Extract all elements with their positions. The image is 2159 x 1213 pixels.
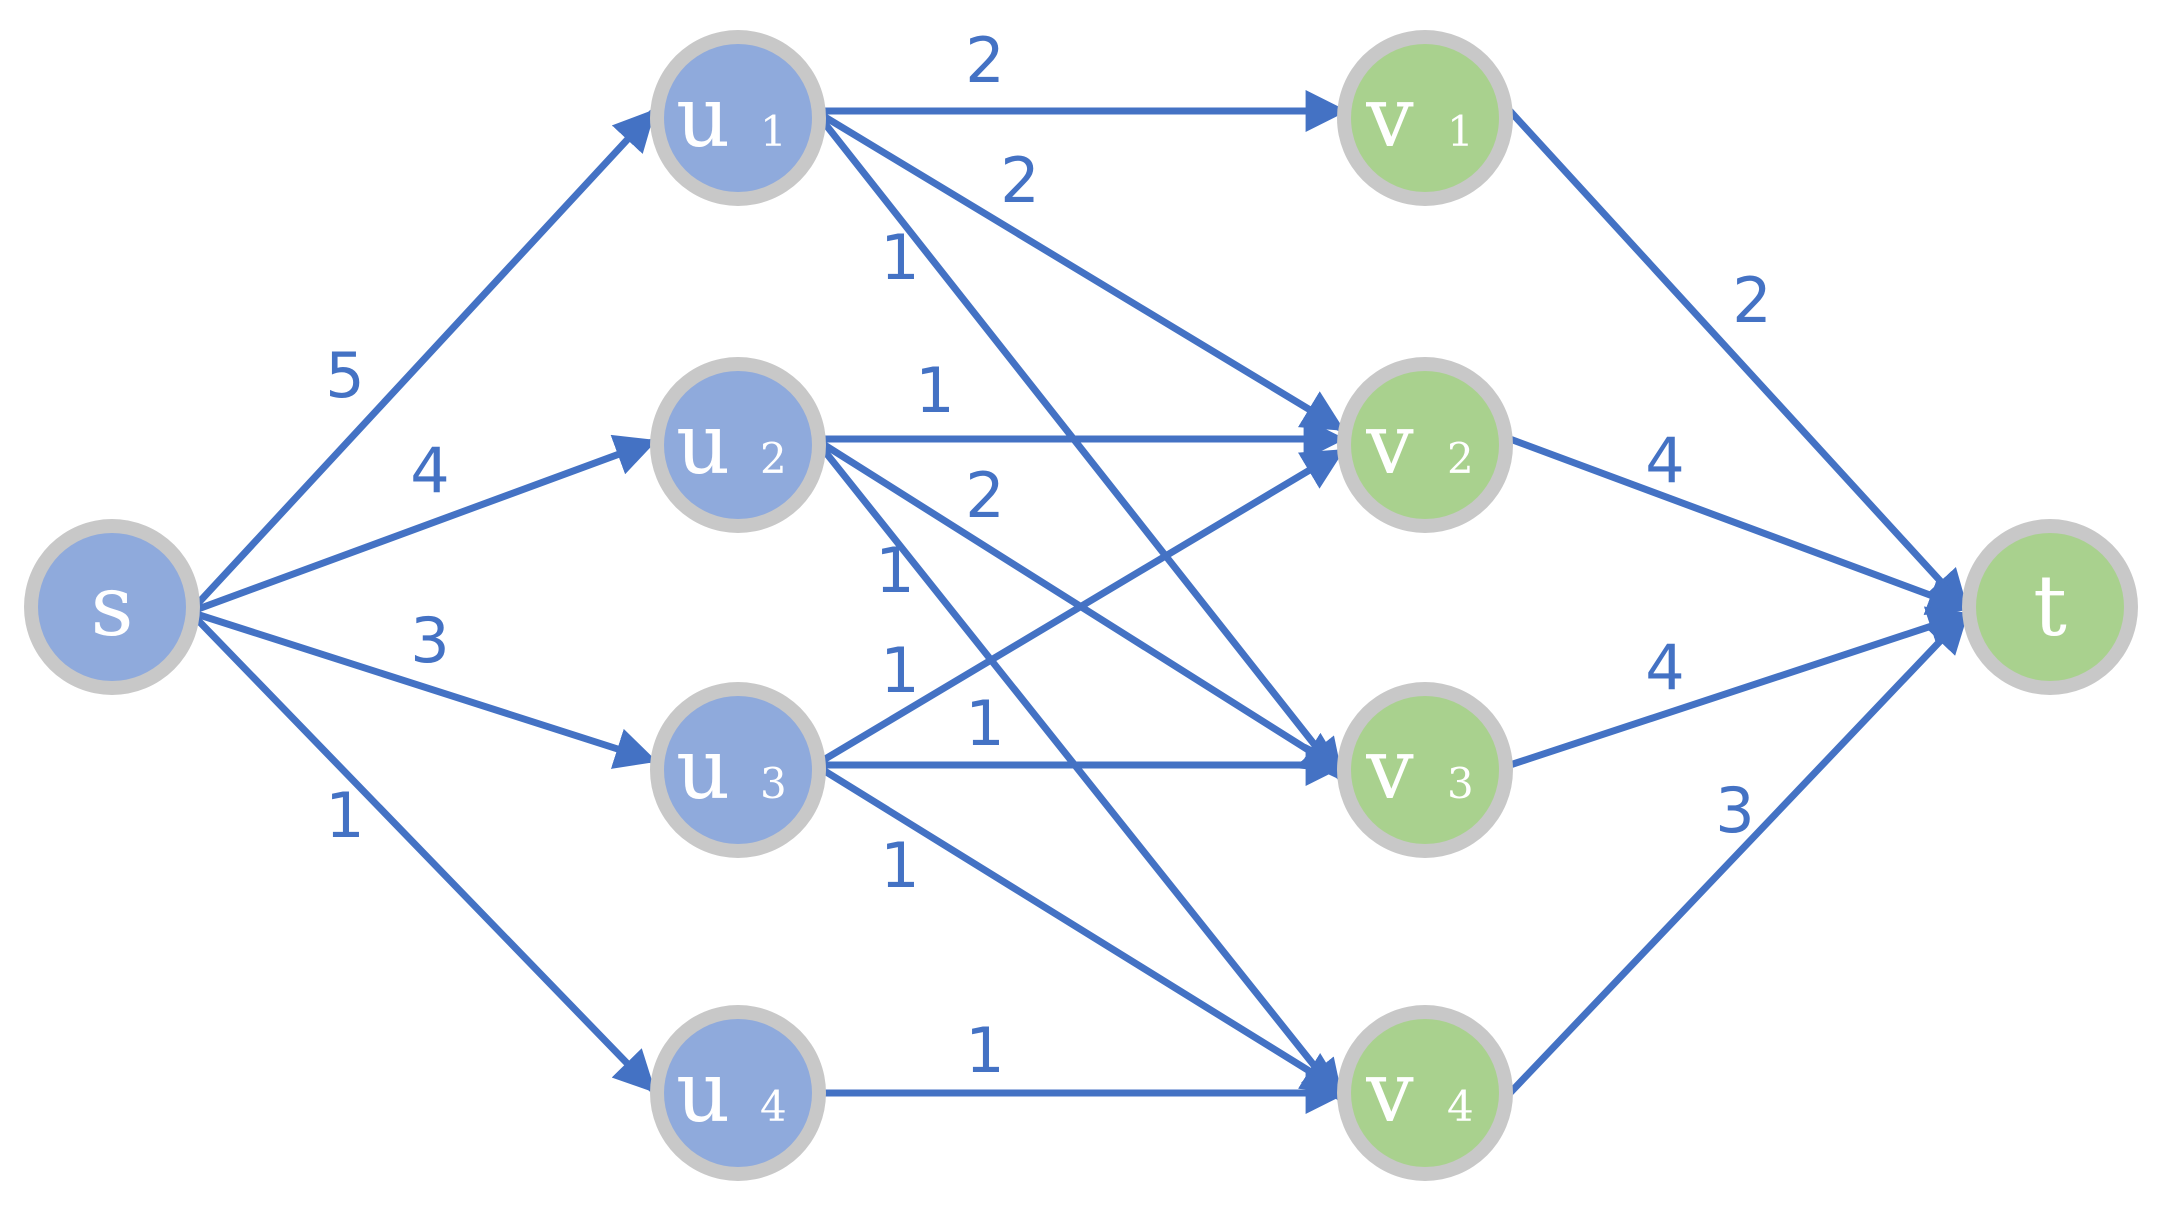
edge-u3-v4-weight: 1 [880,829,919,902]
node-v2-circle [1351,371,1499,519]
edge-u3-v3-weight: 1 [965,687,1004,760]
edge-u1-v3-arrow [811,107,1344,782]
node-u4-subscript: 4 [760,1082,787,1131]
edge-s-u2-arrow [186,434,658,616]
node-v4-circle [1351,1019,1499,1167]
node-t-label: t [2033,557,2067,655]
node-t: t [1962,519,2138,695]
node-v1-subscript: 1 [1447,107,1474,156]
node-u1-label: u [676,68,730,166]
node-s-label: s [90,557,133,655]
node-u2-subscript: 2 [760,434,787,483]
node-u2-label: u [676,395,730,493]
edge-s-u1-weight: 5 [325,339,364,412]
node-t-circle [1976,533,2124,681]
node-v3-label: v [1365,720,1414,818]
node-s-circle [38,533,186,681]
node-u1-circle [664,44,812,192]
edge-v4-t-weight: 3 [1715,774,1754,847]
edge-v4-t-arrow [1506,610,1969,1097]
edge-s-u3-weight: 3 [410,604,449,677]
node-u4-label: u [676,1043,730,1141]
edge-u3-v2-arrow [811,448,1345,769]
edge-u2-v3-weight: 2 [965,459,1004,532]
edge-s-u4-arrow [186,608,656,1094]
node-u3-subscript: 3 [760,759,787,808]
edge-u3-v2-weight: 1 [880,634,919,707]
node-v2-subscript: 2 [1447,434,1474,483]
node-v3-subscript: 3 [1447,759,1474,808]
edge-u2-v2-weight: 1 [915,354,954,427]
node-u2-circle [664,371,812,519]
edge-u1-v2-weight: 2 [1000,144,1039,217]
edge-u1-v2-arrow [811,107,1345,432]
edge-u4-v4-weight: 1 [965,1014,1004,1087]
edge-v1-t-arrow [1506,107,1969,613]
edge-s-u1-arrow [186,108,656,616]
edge-v2-t-weight: 4 [1645,424,1684,497]
node-v4-subscript: 4 [1447,1082,1474,1131]
node-v3-circle [1351,696,1499,844]
edge-v1-t-weight: 2 [1732,264,1771,337]
edge-s-u4-weight: 1 [325,779,364,852]
node-u1-subscript: 1 [760,107,787,156]
edge-v3-t-arrow [1506,606,1971,769]
node-v4-label: v [1365,1043,1414,1141]
node-u4-circle [664,1019,812,1167]
edge-s-u3-arrow [186,608,658,769]
edge-u2-v4-weight: 1 [875,534,914,607]
edge-s-u2-weight: 4 [410,434,449,507]
node-u3-circle [664,696,812,844]
edges-layer [186,90,1971,1114]
node-u3-label: u [676,720,730,818]
edge-u1-v1-weight: 2 [965,24,1004,97]
node-v2-label: v [1365,395,1414,493]
node-v1-label: v [1365,68,1414,166]
node-s: s [24,519,200,695]
edge-u1-v3-weight: 1 [880,221,919,294]
edge-v2-t-arrow [1506,435,1971,616]
edge-u3-v4-arrow [811,761,1345,1094]
edge-v3-t-weight: 4 [1645,631,1684,704]
node-v1-circle [1351,44,1499,192]
